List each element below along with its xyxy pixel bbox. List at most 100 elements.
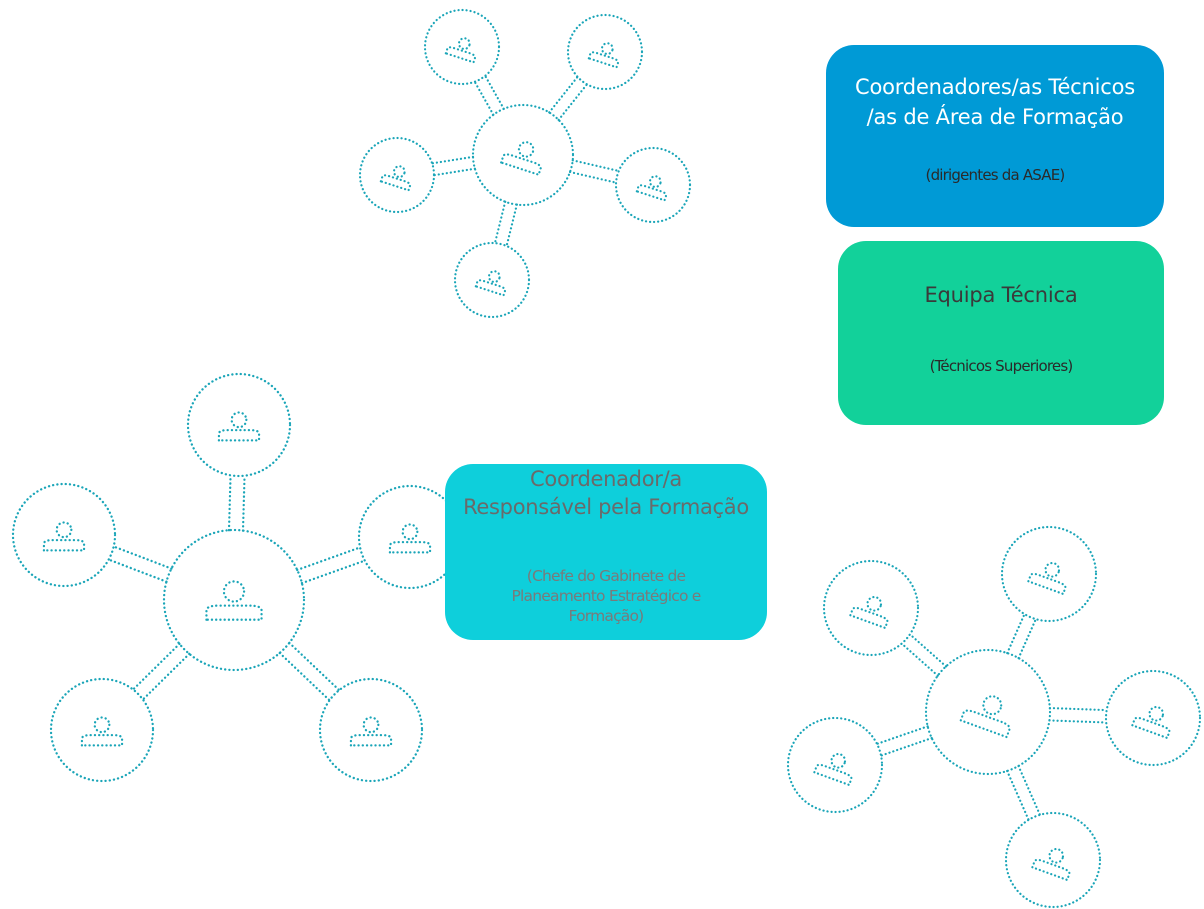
- hub-circle: [471, 103, 575, 207]
- equipa-tecnica-subtitle: (Técnicos Superiores): [929, 357, 1074, 375]
- user-icon: [379, 165, 412, 192]
- user-icon: [635, 175, 668, 202]
- user-network-icon-left: [11, 372, 463, 783]
- title-line-1: Coordenadores/as Técnicos: [854, 75, 1136, 99]
- connector-line: [296, 546, 362, 572]
- user-body: [812, 763, 853, 787]
- user-head: [600, 42, 614, 56]
- connector-line: [107, 558, 168, 583]
- user-node-circle: [1004, 811, 1102, 909]
- connector-line: [493, 200, 507, 245]
- connector-line: [1006, 613, 1026, 655]
- user-body: [42, 538, 86, 552]
- user-head: [517, 141, 535, 158]
- user-head: [230, 411, 248, 429]
- user-body: [848, 606, 889, 630]
- user-node-circle: [318, 677, 424, 783]
- user-node-circle: [11, 482, 117, 588]
- user-body: [635, 184, 668, 202]
- equipa-tecnica-title: Equipa Técnica: [924, 283, 1078, 307]
- user-icon: [499, 141, 542, 177]
- user-body: [587, 51, 620, 69]
- connector-line: [288, 641, 341, 692]
- hub-circle: [162, 528, 306, 672]
- user-icon: [587, 42, 620, 69]
- connector-line: [1048, 706, 1108, 712]
- user-body: [349, 733, 393, 747]
- user-node-circle: [786, 716, 884, 814]
- user-node-circle: [822, 559, 920, 657]
- user-icon: [205, 580, 263, 621]
- user-body: [1030, 858, 1071, 882]
- connector-line: [300, 559, 366, 585]
- connector-line: [227, 474, 232, 532]
- connector-line: [505, 203, 518, 248]
- hub-circle: [924, 648, 1052, 776]
- connector-line: [1017, 618, 1037, 660]
- coordenadores-tecnicos-box: Coordenadores/as Técnicos /as de Área de…: [826, 45, 1164, 227]
- user-icon: [444, 37, 477, 64]
- coordenadores-tecnicos-title: Coordenadores/as Técnicos /as de Área de…: [855, 72, 1135, 132]
- user-head: [982, 695, 1003, 716]
- connector-line: [141, 652, 191, 701]
- user-body: [217, 428, 261, 442]
- user-head: [1148, 705, 1165, 722]
- user-node-circle: [358, 136, 436, 214]
- user-body: [474, 279, 507, 297]
- coordenador-responsavel-title: Coordenador/a Responsável pela Formação: [463, 465, 749, 521]
- user-icon: [1026, 561, 1067, 596]
- user-head: [830, 752, 847, 769]
- connector-line: [473, 80, 495, 116]
- connector-line: [1048, 719, 1108, 724]
- connector-line: [112, 545, 173, 570]
- user-node-circle: [186, 372, 292, 478]
- user-icon: [474, 270, 507, 297]
- equipa-tecnica-box: Equipa Técnica (Técnicos Superiores): [838, 241, 1164, 425]
- user-icon: [812, 752, 853, 787]
- user-node-circle: [1000, 525, 1098, 623]
- user-head: [457, 37, 471, 51]
- user-head: [93, 716, 111, 734]
- user-node-circle: [566, 13, 644, 91]
- user-body: [1130, 716, 1171, 740]
- user-icon: [1030, 847, 1071, 882]
- user-network-icon-right: [786, 525, 1202, 909]
- connector-line: [875, 725, 929, 745]
- title-line-1: Coordenador/a: [530, 467, 682, 491]
- user-node-circle: [614, 146, 692, 224]
- user-head: [392, 165, 406, 179]
- user-body: [388, 540, 432, 554]
- connector-line: [557, 83, 589, 122]
- user-head: [55, 521, 73, 539]
- connector-line: [1017, 764, 1042, 816]
- connector-line: [241, 474, 246, 532]
- user-head: [487, 270, 501, 284]
- user-body: [499, 153, 542, 177]
- connector-line: [1006, 769, 1030, 821]
- title-line-2: /as de Área de Formação: [866, 105, 1124, 129]
- user-node-circle: [453, 241, 531, 319]
- connector-line: [131, 642, 181, 691]
- user-icon: [349, 716, 393, 747]
- coordenadores-tecnicos-subtitle: (dirigentes da ASAE): [925, 166, 1066, 184]
- user-body: [444, 46, 477, 64]
- user-network-icon-top: [358, 8, 692, 319]
- user-body: [1026, 572, 1067, 596]
- user-body: [959, 709, 1011, 739]
- user-icon: [1130, 705, 1171, 740]
- user-head: [401, 523, 419, 541]
- connector-line: [484, 74, 505, 110]
- user-body: [205, 604, 263, 621]
- user-head: [1044, 561, 1061, 578]
- user-icon: [848, 595, 889, 630]
- user-icon: [42, 521, 86, 552]
- user-icon: [388, 523, 432, 554]
- connector-line: [548, 75, 579, 114]
- connector-line: [432, 167, 477, 177]
- subtitle-line-1: (Chefe do Gabinete de: [526, 567, 686, 585]
- subtitle-line-3: Formação): [568, 607, 645, 625]
- subtitle-line-2: Planeamento Estratégico e: [511, 587, 701, 605]
- user-body: [80, 733, 124, 747]
- connector-line: [278, 651, 331, 702]
- connector-line: [571, 159, 620, 173]
